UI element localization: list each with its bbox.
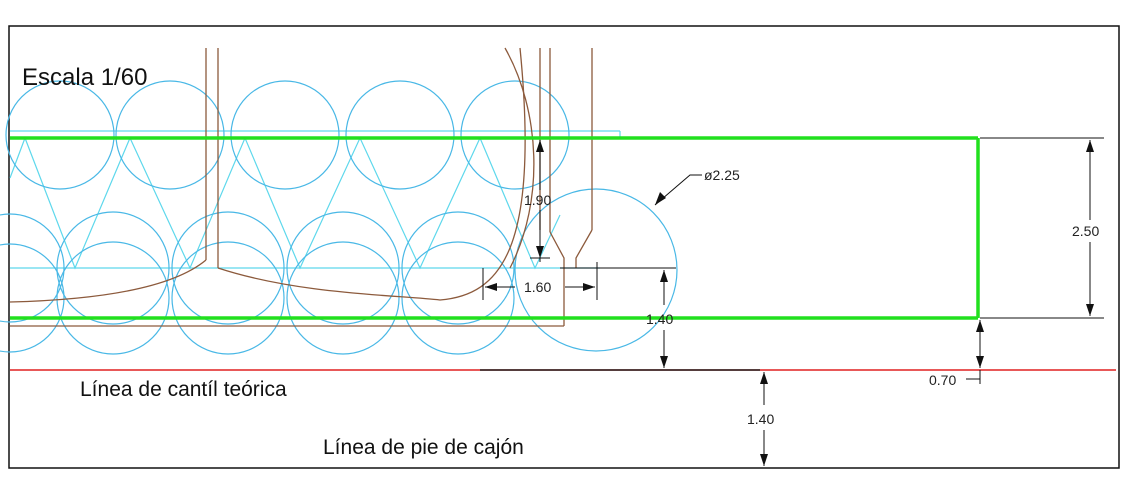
- circle-piles: [0, 80, 678, 355]
- dim-1-60-label: 1.60: [524, 279, 551, 295]
- upper-cyan-band: [9, 130, 621, 270]
- dim-1-40-low-label: 1.40: [747, 411, 774, 427]
- diameter-label: ø2.25: [704, 167, 740, 183]
- zigzag-truss: [9, 136, 561, 270]
- dimension-arrowheads: [485, 140, 1094, 466]
- brown-structure: [9, 47, 593, 327]
- caisson-outline: [10, 136, 980, 320]
- theoretical-line-label: Línea de cantíl teórica: [80, 378, 287, 401]
- dim-1-40-mid-label: 1.40: [646, 311, 673, 327]
- drawing-frame: [8, 25, 1120, 469]
- scale-title: Escala 1/60: [22, 64, 147, 91]
- dim-2-50-label: 2.50: [1072, 223, 1099, 239]
- caisson-foot-line-label: Línea de pie de cajón: [323, 436, 524, 459]
- dim-0-70-label: 0.70: [929, 372, 956, 388]
- dimension-lines: [482, 137, 1104, 466]
- dimensioned-circle: [514, 188, 678, 352]
- dim-1-90-label: 1.90: [524, 192, 551, 208]
